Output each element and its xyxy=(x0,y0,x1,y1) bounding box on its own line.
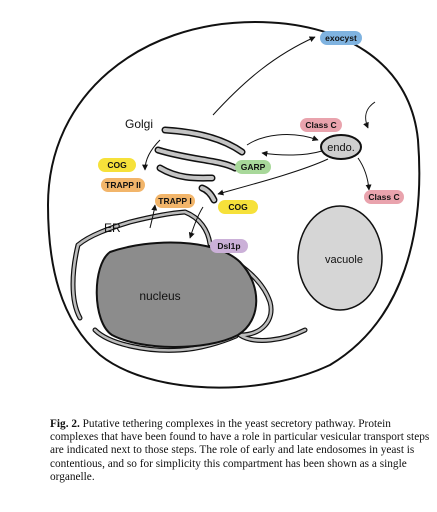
arrow-er-to-golgi xyxy=(149,204,158,229)
transport-arrows xyxy=(142,36,376,239)
pill-trapp-ii-bg xyxy=(101,178,145,192)
vacuole xyxy=(297,205,383,311)
golgi-stack xyxy=(154,126,246,204)
arrow-endosome-to-golgi-lower xyxy=(217,158,329,196)
pill-dsl1p: Dsl1p xyxy=(210,239,248,253)
pill-class-c-top-bg xyxy=(300,118,342,132)
caption-text: Putative tethering complexes in the yeas… xyxy=(50,418,430,483)
pill-exocyst-bg xyxy=(320,31,362,45)
pill-cog-left-text: COG xyxy=(107,160,127,170)
pill-garp: GARP xyxy=(235,160,271,174)
endosome xyxy=(320,134,362,160)
arrow-golgi-to-exocyst xyxy=(212,36,316,116)
secretory-pathway-diagram: nucleus Golgi ER vacuole endo. exocyst xyxy=(46,20,421,389)
pill-exocyst-text: exocyst xyxy=(325,33,357,43)
pill-trapp-i-text: TRAPP I xyxy=(158,196,191,206)
pill-cog-left-bg xyxy=(98,158,136,172)
pill-exocyst: exocyst xyxy=(320,31,362,45)
figure-caption: Fig. 2. Putative tethering complexes in … xyxy=(50,418,432,484)
arrow-endosome-to-vacuole xyxy=(357,157,372,191)
pill-cog-mid-bg xyxy=(218,200,258,214)
golgi-label: Golgi xyxy=(125,117,153,131)
pill-cog-mid-text: COG xyxy=(228,202,248,212)
arrow-golgi-to-dsl1p xyxy=(188,206,204,239)
vacuole-label: vacuole xyxy=(325,254,363,266)
pill-garp-bg xyxy=(235,160,271,174)
pill-cog-mid: COG xyxy=(218,200,258,214)
er-label: ER xyxy=(104,221,121,235)
pill-class-c-top: Class C xyxy=(300,118,342,132)
arrow-endosome-to-golgi xyxy=(261,150,323,157)
nucleus-label: nucleus xyxy=(139,289,180,303)
pill-class-c-right-text: Class C xyxy=(368,192,399,202)
pill-trapp-i: TRAPP I xyxy=(155,194,195,208)
cell-outline xyxy=(46,20,421,389)
pill-trapp-ii: TRAPP II xyxy=(101,178,145,192)
pill-class-c-right: Class C xyxy=(364,190,404,204)
pill-garp-text: GARP xyxy=(241,162,266,172)
pill-trapp-i-bg xyxy=(155,194,195,208)
pill-class-c-top-text: Class C xyxy=(305,120,336,130)
caption-label: Fig. 2. xyxy=(50,418,80,430)
pill-class-c-right-bg xyxy=(364,190,404,204)
pill-dsl1p-text: Dsl1p xyxy=(217,241,240,251)
arrow-golgi-to-endosome xyxy=(246,134,319,146)
arrow-golgi-to-er-retro xyxy=(142,139,161,171)
pill-trapp-ii-text: TRAPP II xyxy=(105,180,141,190)
arrow-plasma-membrane-to-endosome xyxy=(363,101,376,129)
pill-dsl1p-bg xyxy=(210,239,248,253)
pill-cog-left: COG xyxy=(98,158,136,172)
nucleus xyxy=(95,241,258,348)
endosome-label: endo. xyxy=(327,142,355,154)
er-network xyxy=(70,209,308,353)
